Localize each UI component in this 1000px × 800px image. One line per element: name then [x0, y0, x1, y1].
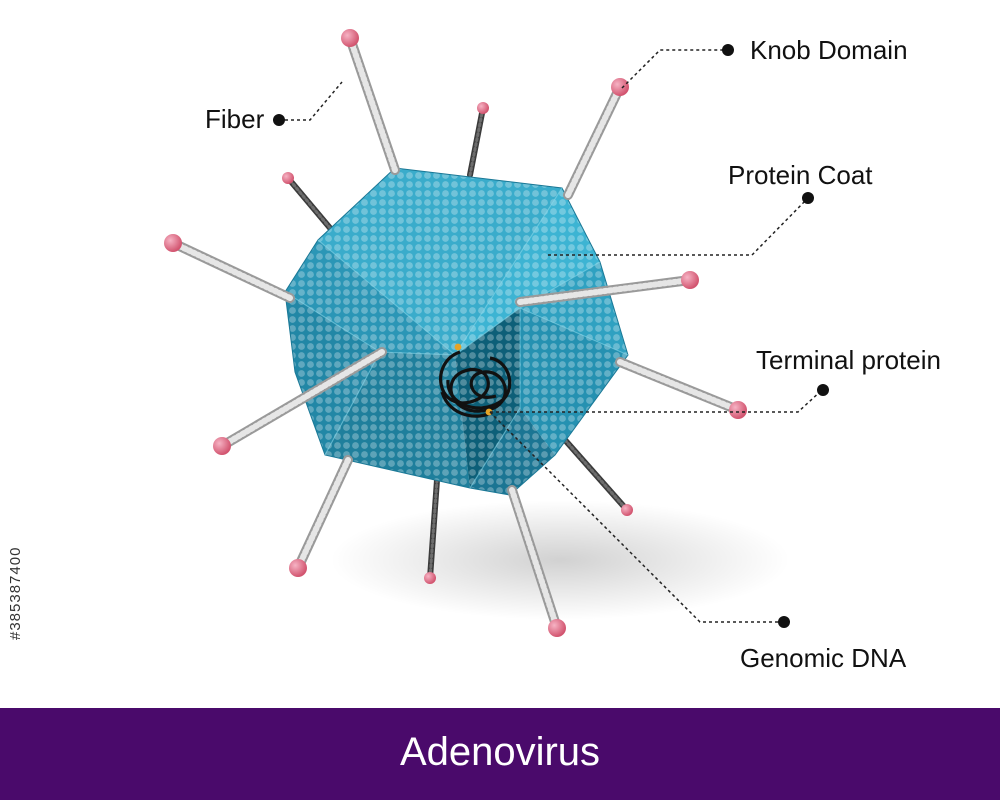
fiber [563, 78, 629, 200]
terminal-protein-label: Terminal protein [756, 345, 941, 375]
knob-domain [621, 504, 633, 516]
knob-domain [611, 78, 629, 96]
fiber [562, 437, 633, 516]
protein-coat-leader [548, 197, 809, 256]
fiber [282, 172, 333, 231]
knob-domain [164, 234, 182, 252]
genomic-dna-marker [778, 616, 790, 628]
terminal-protein-leader [490, 389, 823, 413]
knob-domain [729, 401, 747, 419]
leader-lines [279, 49, 823, 623]
fiber [467, 102, 489, 178]
stock-image-id: #385387400 [7, 546, 24, 640]
ground-shadow [330, 500, 790, 620]
knob-domain [289, 559, 307, 577]
knob-domain [424, 572, 436, 584]
knob-domain-leader [621, 49, 727, 89]
fiber-label: Fiber [205, 104, 265, 134]
back-fibers [282, 102, 633, 584]
label-markers [273, 44, 829, 628]
knob-domain [548, 619, 566, 637]
fiber-marker [273, 114, 285, 126]
fiber [615, 357, 747, 419]
knob-domain [213, 437, 231, 455]
protein-coat-capsid [284, 167, 629, 496]
knob-domain-marker [722, 44, 734, 56]
knob-domain [681, 271, 699, 289]
genomic-dna-label: Genomic DNA [740, 643, 907, 673]
fiber [289, 455, 353, 577]
genomic-dna-leader [489, 411, 783, 623]
protein-coat-marker [802, 192, 814, 204]
knob-domain [341, 29, 359, 47]
protein-coat-label: Protein Coat [728, 160, 873, 190]
front-fibers [164, 29, 747, 637]
fiber [341, 29, 400, 175]
fiber-leader [279, 81, 343, 121]
adenovirus-diagram [164, 29, 829, 637]
fiber [507, 485, 566, 637]
title-bar: Adenovirus [0, 708, 1000, 800]
fiber [424, 477, 440, 584]
terminal-protein-marker [817, 384, 829, 396]
fiber [213, 347, 387, 455]
terminal-protein-dot [454, 343, 462, 351]
knob-domain-label: Knob Domain [750, 35, 908, 65]
fiber [515, 271, 699, 307]
knob-domain [282, 172, 294, 184]
knob-domain [477, 102, 489, 114]
fiber [164, 234, 295, 303]
capsid-bead-texture [284, 167, 629, 496]
diagram-title: Adenovirus [399, 730, 601, 774]
